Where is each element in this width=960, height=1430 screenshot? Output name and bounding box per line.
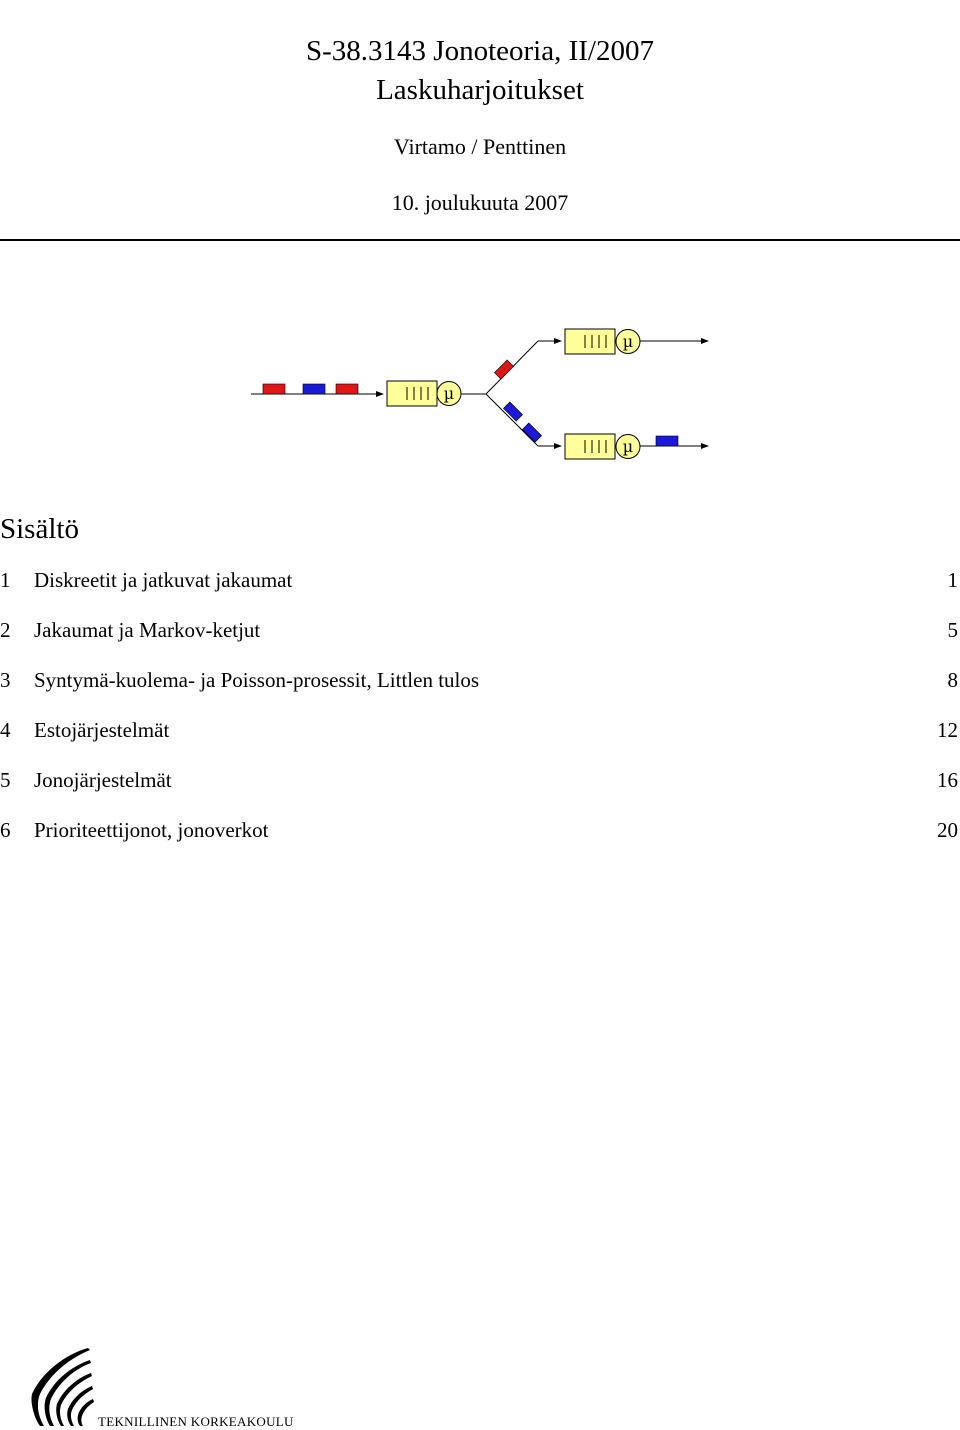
toc-entry[interactable]: 5 Jonojärjestelmät 16 [0, 767, 960, 817]
customer-blue [503, 401, 523, 422]
toc-entry-number: 6 [0, 818, 11, 842]
toc-entry[interactable]: 1 Diskreetit ja jatkuvat jakaumat 1 [0, 567, 960, 617]
service-rate-label: µ [623, 437, 633, 456]
header-divider [0, 239, 960, 241]
toc-entry-title: Diskreetit ja jatkuvat jakaumat [34, 568, 293, 592]
customer-blue [302, 383, 326, 395]
customer-blue [655, 435, 679, 447]
customer-red [335, 383, 359, 395]
service-rate-label: µ [623, 332, 633, 351]
toc-entry[interactable]: 6 Prioriteettijonot, jonoverkot 20 [0, 817, 960, 867]
toc-entry-page: 8 [947, 668, 959, 692]
toc-entry-page: 1 [947, 568, 959, 592]
toc-entry[interactable]: 2 Jakaumat ja Markov-ketjut 5 [0, 617, 960, 667]
toc-entry[interactable]: 3 Syntymä-kuolema- ja Poisson-prosessit,… [0, 667, 960, 717]
toc-entry-page: 20 [937, 818, 958, 842]
toc-entry-title: Estojärjestelmät [34, 718, 170, 742]
queue-network-diagram: µ µ µ [251, 328, 709, 460]
toc-entry-page: 16 [937, 768, 958, 792]
university-logo [31, 1348, 94, 1426]
toc-entry-title: Jakaumat ja Markov-ketjut [34, 618, 261, 642]
course-title: S-38.3143 Jonoteoria, II/2007 [306, 35, 654, 67]
branch-lower-line [485, 393, 539, 447]
toc-entry-number: 4 [0, 718, 11, 742]
document-date: 10. joulukuuta 2007 [391, 190, 569, 215]
toc-entry-number: 3 [0, 668, 11, 692]
toc-entry[interactable]: 4 Estojärjestelmät 12 [0, 717, 960, 767]
document-subtitle: Laskuharjoitukset [376, 74, 584, 106]
service-rate-label: µ [444, 384, 454, 403]
toc-entry-title: Jonojärjestelmät [34, 768, 172, 792]
toc-entry-number: 2 [0, 618, 11, 642]
toc-entry-number: 5 [0, 768, 11, 792]
toc-heading: Sisältö [0, 513, 79, 545]
customer-blue [522, 422, 542, 443]
queue-station-1: µ [386, 380, 462, 407]
toc-entry-title: Prioriteettijonot, jonoverkot [34, 818, 269, 842]
customer-red [494, 359, 514, 380]
toc-entry-page: 5 [947, 618, 959, 642]
table-of-contents: 1 Diskreetit ja jatkuvat jakaumat 1 2 Ja… [0, 567, 960, 867]
authors: Virtamo / Penttinen [393, 134, 567, 159]
institution-name: TEKNILLINEN KORKEAKOULU [98, 1414, 294, 1429]
toc-entry-number: 1 [0, 568, 11, 592]
toc-entry-page: 12 [937, 718, 958, 742]
toc-entry-title: Syntymä-kuolema- ja Poisson-prosessit, L… [34, 668, 480, 692]
customer-red [262, 383, 286, 395]
queue-station-2: µ [564, 328, 641, 355]
queue-station-3: µ [564, 433, 641, 460]
